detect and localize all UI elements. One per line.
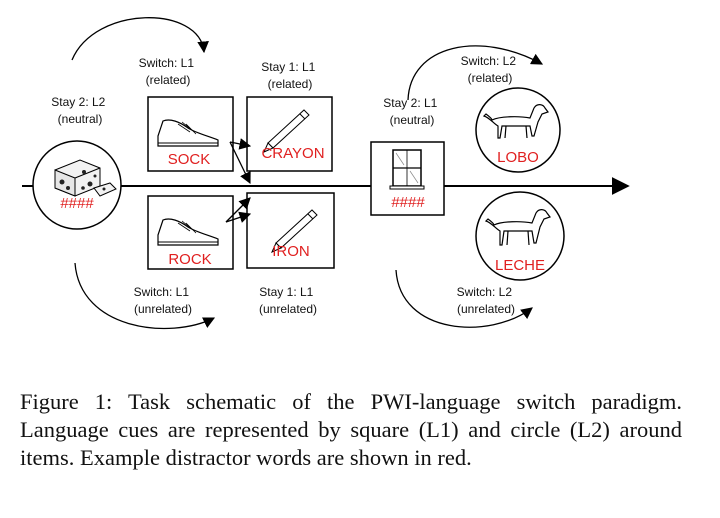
pencil-box-related: CRAYON <box>246 96 333 172</box>
transition-arrow <box>225 211 252 223</box>
dog-circle-related: LOBO <box>475 87 561 173</box>
distractor-lobo: LOBO <box>497 149 539 166</box>
task-schematic-diagram: #### SOCK ROCK CRAYON <box>22 17 630 330</box>
cheese-icon <box>54 159 117 197</box>
label-switch-l1-related: Switch: L1 (related) <box>139 56 198 87</box>
dog-circle-unrelated: LECHE <box>475 191 565 281</box>
distractor-rock: ROCK <box>168 251 211 268</box>
label-switch-l2-related: Switch: L2 (related) <box>461 54 520 85</box>
distractor-cheese: #### <box>60 195 94 212</box>
pencil-icon <box>263 109 310 153</box>
shoe-icon <box>157 218 219 246</box>
label-stay1-l1-related: Stay 1: L1 (related) <box>261 60 318 91</box>
label-stay2-l2: Stay 2: L2 (neutral) <box>51 95 108 126</box>
shoe-icon <box>157 119 219 147</box>
dog-icon <box>484 209 551 246</box>
cheese-circle-item: #### <box>32 140 122 230</box>
distractor-leche: LECHE <box>495 257 545 274</box>
window-icon <box>389 149 425 190</box>
transition-arrow <box>225 197 251 223</box>
label-switch-l2-unrelated: Switch: L2 (unrelated) <box>457 285 516 316</box>
dog-icon <box>482 104 549 139</box>
distractor-iron: IRON <box>272 243 310 260</box>
distractor-window: #### <box>391 194 425 211</box>
label-switch-l1-unrelated: Switch: L1 (unrelated) <box>134 285 193 316</box>
pencil-box-unrelated: IRON <box>246 192 335 269</box>
pencil-icon <box>271 209 318 253</box>
curve-arrow-switch-l2-related <box>407 45 544 101</box>
transition-arrow <box>229 141 251 185</box>
label-stay1-l1-unrelated: Stay 1: L1 (unrelated) <box>259 285 317 316</box>
curve-arrow-switch-l1-unrelated <box>74 262 216 330</box>
shoe-box-related: SOCK <box>147 96 234 172</box>
curve-arrow-switch-l1-related <box>71 17 209 61</box>
figure-caption: Figure 1: Task schematic of the PWI-lang… <box>20 389 682 470</box>
distractor-sock: SOCK <box>168 151 211 168</box>
shoe-box-unrelated: ROCK <box>147 195 234 270</box>
distractor-crayon: CRAYON <box>261 145 324 162</box>
curve-arrow-switch-l2-unrelated <box>395 269 533 328</box>
transition-arrow <box>229 138 252 150</box>
window-box: #### <box>370 141 445 216</box>
label-stay2-l1: Stay 2: L1 (neutral) <box>383 96 440 127</box>
